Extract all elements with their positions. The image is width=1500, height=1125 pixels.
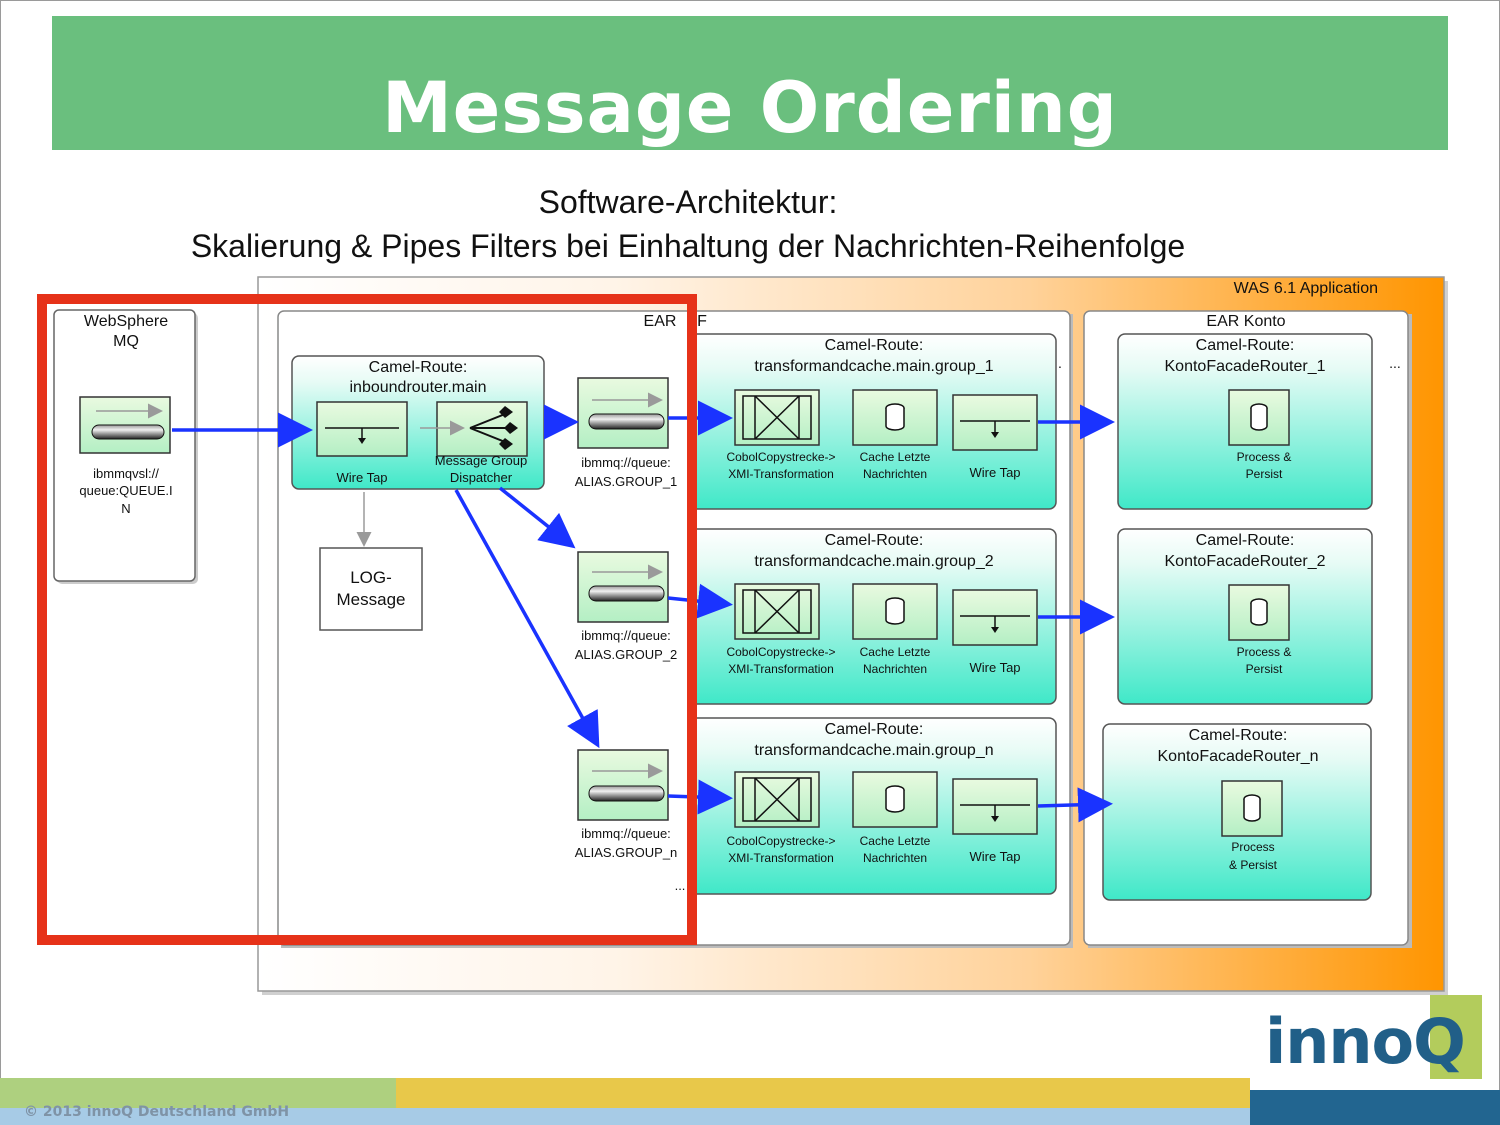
inbound-route-label: Camel-Route:: [369, 359, 468, 376]
footer-band-lightblue: [0, 1108, 1250, 1125]
transform-n-label: Camel-Route:: [825, 721, 924, 738]
highlight-frame: [37, 294, 697, 945]
subtitle-line-2: Skalierung & Pipes Filters bei Einhaltun…: [190, 228, 1186, 264]
konto-n-label: Camel-Route:: [1189, 727, 1288, 744]
transform-n-wiretap: Wire Tap: [969, 849, 1020, 864]
cobol-label-l2: XMI-Transformation: [728, 851, 834, 865]
transform-2-wiretap: Wire Tap: [969, 660, 1020, 675]
queue-group-1: ibmmq://queue: ALIAS.GROUP_1: [575, 377, 678, 489]
konto-2-process-l2: Persist: [1246, 662, 1283, 676]
cache-label-l2: Nachrichten: [863, 662, 927, 676]
cache-label-l1: Cache Letzte: [860, 834, 931, 848]
cobol-label-l1: CobolCopystrecke->: [726, 834, 835, 848]
footer-band-green: [0, 1078, 396, 1108]
inbound-router-box: Camel-Route: inboundrouter.main Wire Tap…: [291, 355, 545, 490]
transform-route-1: Camel-Route: transformandcache.main.grou…: [687, 333, 1062, 510]
arrow-dispatch-to-queue-2: [498, 486, 576, 549]
konto-2-process-l1: Process &: [1237, 645, 1292, 659]
queue-2-l2: ALIAS.GROUP_2: [575, 647, 678, 662]
queue-icon: [577, 377, 669, 449]
queue-group-2: ibmmq://queue: ALIAS.GROUP_2: [575, 551, 678, 662]
inbound-route-name: inboundrouter.main: [350, 379, 487, 396]
transform-n-name: transformandcache.main.group_n: [754, 742, 993, 759]
konto-route-n: Camel-Route: KontoFacadeRouter_n Process…: [1102, 723, 1372, 901]
konto-n-name: KontoFacadeRouter_n: [1158, 748, 1319, 765]
transform-dot: .: [1058, 355, 1062, 371]
cache-label-l2: Nachrichten: [863, 467, 927, 481]
queue-1-l1: ibmmq://queue:: [581, 455, 671, 470]
subtitle-line-1: Software-Architektur:: [538, 184, 838, 220]
konto-1-name: KontoFacadeRouter_1: [1165, 358, 1326, 375]
cache-label-l1: Cache Letzte: [860, 450, 931, 464]
konto-n-process-l2: & Persist: [1229, 858, 1278, 872]
log-message-box: LOG- Message: [319, 547, 423, 631]
ear-left-suffix: F: [697, 313, 707, 330]
konto-1-process-l1: Process &: [1237, 450, 1292, 464]
queue-1-l2: ALIAS.GROUP_1: [575, 474, 678, 489]
konto-route-1: Camel-Route: KontoFacadeRouter_1 Process…: [1117, 333, 1401, 510]
konto-more-ellipsis: ...: [1389, 355, 1401, 371]
ear-konto-label: EAR Konto: [1206, 313, 1285, 330]
konto-2-label: Camel-Route:: [1196, 532, 1295, 549]
footer-band-yellow: [396, 1078, 1250, 1108]
queue-group-n: ibmmq://queue: ALIAS.GROUP_n ...: [575, 749, 686, 893]
transform-1-label: Camel-Route:: [825, 337, 924, 354]
transform-1-wiretap: Wire Tap: [969, 465, 1020, 480]
cobol-label-l2: XMI-Transformation: [728, 467, 834, 481]
websphere-queue-l3: N: [121, 501, 130, 516]
arrow-transform-n-to-konto: [1037, 787, 1113, 823]
queue-n-l1: ibmmq://queue:: [581, 826, 671, 841]
queue-more-ellipsis: ...: [675, 878, 686, 893]
footer-band-darkblue: [1250, 1090, 1500, 1125]
websphere-title: WebSphere: [84, 313, 168, 330]
transform-route-2: Camel-Route: transformandcache.main.grou…: [687, 528, 1057, 705]
cache-label-l1: Cache Letzte: [860, 645, 931, 659]
konto-1-label: Camel-Route:: [1196, 337, 1295, 354]
log-label-l2: Message: [337, 590, 406, 609]
arrow-dispatch-to-queue-n: [454, 489, 600, 749]
queue-n-l2: ALIAS.GROUP_n: [575, 845, 678, 860]
transform-route-n: Camel-Route: transformandcache.main.grou…: [687, 717, 1057, 895]
logo-accent-box: [1430, 995, 1482, 1079]
cache-label-l2: Nachrichten: [863, 851, 927, 865]
dispatcher-label-l2: Dispatcher: [450, 470, 513, 485]
transform-1-name: transformandcache.main.group_1: [754, 358, 993, 375]
cobol-label-l1: CobolCopystrecke->: [726, 450, 835, 464]
dispatcher-label-l1: Message Group: [435, 453, 528, 468]
queue-icon: [577, 749, 669, 821]
ear-left-label: EAR: [644, 313, 677, 330]
slide-title: Message Ordering: [382, 67, 1118, 149]
title-bar: Message Ordering: [52, 16, 1448, 150]
flow-arrows: [172, 400, 1115, 823]
konto-2-name: KontoFacadeRouter_2: [1165, 553, 1326, 570]
inbound-wiretap-label: Wire Tap: [336, 470, 387, 485]
log-label-l1: LOG-: [350, 568, 392, 587]
copyright-text: © 2013 innoQ Deutschland GmbH: [24, 1104, 290, 1120]
was-label: WAS 6.1 Application: [1234, 280, 1378, 297]
konto-1-process-l2: Persist: [1246, 467, 1283, 481]
cobol-label-l2: XMI-Transformation: [728, 662, 834, 676]
cobol-label-l1: CobolCopystrecke->: [726, 645, 835, 659]
transform-2-label: Camel-Route:: [825, 532, 924, 549]
queue-2-l1: ibmmq://queue:: [581, 628, 671, 643]
websphere-queue-l1: ibmmqvsl://: [93, 466, 159, 481]
websphere-queue-l2: queue:QUEUE.I: [79, 483, 172, 498]
websphere-mq-box: WebSphere MQ ibmmqvsl:// queue:QUEUE.I N: [53, 309, 198, 584]
innoq-logo: innoQ: [1265, 1005, 1466, 1078]
konto-n-process-l1: Process: [1231, 840, 1274, 854]
konto-route-2: Camel-Route: KontoFacadeRouter_2 Process…: [1117, 528, 1373, 705]
websphere-subtitle: MQ: [113, 333, 139, 350]
transform-2-name: transformandcache.main.group_2: [754, 553, 993, 570]
